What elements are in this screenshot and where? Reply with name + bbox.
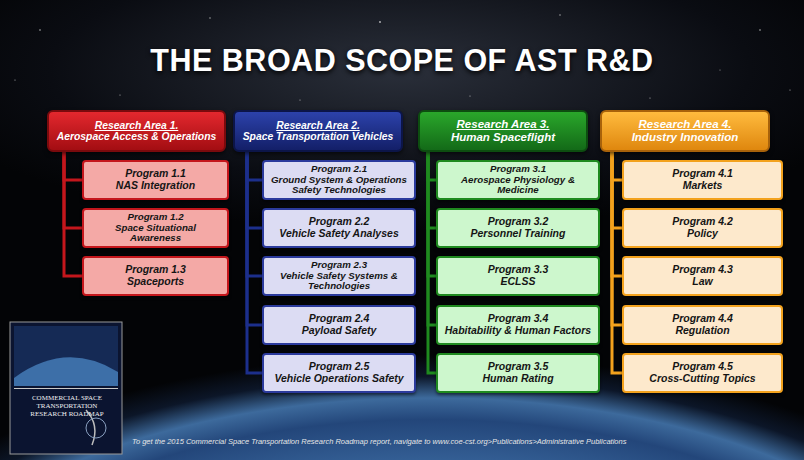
box-heading: Program 4.4 — [629, 313, 776, 325]
program-box: Program 3.2Personnel Training — [436, 208, 600, 248]
tree-connector — [612, 152, 622, 373]
box-label: Industry Innovation — [608, 131, 762, 144]
tree-connector — [247, 152, 262, 180]
box-label: NAS Integration — [89, 180, 222, 192]
box-heading: Program 2.1 — [269, 164, 409, 175]
program-box: Program 4.4Regulation — [622, 305, 783, 345]
box-heading: Program 2.3 — [269, 260, 409, 271]
box-label: Habitability & Human Factors — [443, 325, 593, 337]
program-box: Program 3.4Habitability & Human Factors — [436, 305, 600, 345]
box-heading: Program 4.1 — [629, 168, 776, 180]
box-label: Law — [629, 276, 776, 288]
tree-connector — [64, 152, 82, 180]
program-box: Program 2.4Payload Safety — [262, 305, 416, 345]
box-heading: Program 4.5 — [629, 361, 776, 373]
research-area-box: Research Area 1.Aerospace Access & Opera… — [47, 110, 226, 152]
program-box: Program 4.2Policy — [622, 208, 783, 248]
tree-connector — [247, 152, 262, 228]
box-heading: Research Area 2. — [241, 120, 395, 131]
box-heading: Program 3.4 — [443, 313, 593, 325]
box-heading: Program 3.1 — [443, 164, 593, 175]
box-label: Vehicle Safety Analyses — [269, 228, 409, 240]
box-label: Vehicle Safety Systems & Technologies — [269, 271, 409, 292]
box-label: Personnel Training — [443, 228, 593, 240]
box-heading: Program 2.2 — [269, 216, 409, 228]
box-label: Policy — [629, 228, 776, 240]
program-box: Program 2.3Vehicle Safety Systems & Tech… — [262, 256, 416, 296]
box-heading: Program 2.4 — [269, 313, 409, 325]
program-box: Program 3.1Aerospace Physiology & Medici… — [436, 160, 600, 200]
box-label: Regulation — [629, 325, 776, 337]
box-label: Aerospace Physiology & Medicine — [443, 175, 593, 196]
cover-title: COMMERCIAL SPACE TRANSPORTATION RESEARCH… — [18, 394, 116, 418]
box-heading: Program 1.1 — [89, 168, 222, 180]
box-heading: Program 1.2 — [89, 212, 222, 223]
box-heading: Program 3.5 — [443, 361, 593, 373]
box-heading: Program 4.2 — [629, 216, 776, 228]
box-label: Payload Safety — [269, 325, 409, 337]
program-box: Program 1.3Spaceports — [82, 256, 229, 296]
tree-connector — [247, 152, 262, 276]
tree-connector — [64, 152, 82, 276]
program-box: Program 2.1Ground System & Operations Sa… — [262, 160, 416, 200]
box-label: Markets — [629, 180, 776, 192]
box-heading: Research Area 3. — [426, 118, 580, 131]
box-heading: Program 4.3 — [629, 264, 776, 276]
box-label: Ground System & Operations Safety Techno… — [269, 175, 409, 196]
program-box: Program 4.5Cross-Cutting Topics — [622, 353, 783, 393]
program-box: Program 4.1Markets — [622, 160, 783, 200]
program-box: Program 2.5Vehicle Operations Safety — [262, 353, 416, 393]
footnote: To get the 2015 Commercial Space Transpo… — [132, 437, 692, 447]
box-heading: Program 3.3 — [443, 264, 593, 276]
box-label: Spaceports — [89, 276, 222, 288]
tree-connector — [247, 152, 262, 373]
box-heading: Research Area 4. — [608, 118, 762, 131]
tree-connector — [247, 152, 262, 325]
research-area-box: Research Area 2.Space Transportation Veh… — [233, 110, 403, 152]
slide-title: THE BROAD SCOPE OF AST R&D — [0, 40, 804, 80]
tree-connector — [64, 152, 82, 228]
box-heading: Program 3.2 — [443, 216, 593, 228]
program-box: Program 2.2Vehicle Safety Analyses — [262, 208, 416, 248]
box-label: Space Transportation Vehicles — [241, 131, 395, 142]
report-cover — [10, 322, 122, 454]
research-area-box: Research Area 3.Human Spaceflight — [418, 110, 588, 152]
program-box: Program 3.3ECLSS — [436, 256, 600, 296]
research-area-box: Research Area 4.Industry Innovation — [600, 110, 770, 152]
box-label: Aerospace Access & Operations — [55, 131, 218, 142]
program-box: Program 4.3Law — [622, 256, 783, 296]
box-label: Human Rating — [443, 373, 593, 385]
box-heading: Research Area 1. — [55, 120, 218, 131]
box-label: Space Situational Awareness — [89, 223, 222, 244]
box-heading: Program 1.3 — [89, 264, 222, 276]
program-box: Program 3.5Human Rating — [436, 353, 600, 393]
program-box: Program 1.1NAS Integration — [82, 160, 229, 200]
tree-connector — [428, 152, 436, 373]
box-label: Cross-Cutting Topics — [629, 373, 776, 385]
box-label: Human Spaceflight — [426, 131, 580, 144]
program-box: Program 1.2Space Situational Awareness — [82, 208, 229, 248]
box-label: ECLSS — [443, 276, 593, 288]
box-heading: Program 2.5 — [269, 361, 409, 373]
box-label: Vehicle Operations Safety — [269, 373, 409, 385]
